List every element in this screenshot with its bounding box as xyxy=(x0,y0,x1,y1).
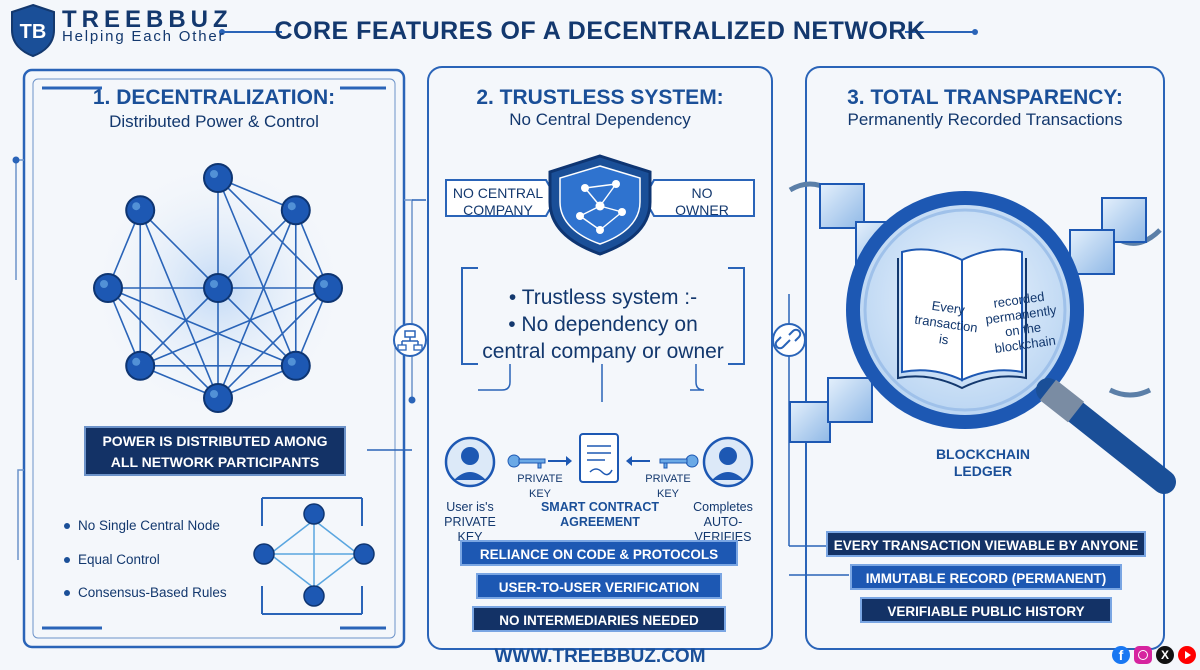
panel-3-subtitle: Permanently Recorded Transactions xyxy=(847,110,1123,129)
panel-3-title: 3. TOTAL TRANSPARENCY: xyxy=(847,86,1123,109)
youtube-icon[interactable] xyxy=(1178,646,1196,664)
blockchain-cubes xyxy=(789,183,1147,443)
panel-3-frame xyxy=(805,66,1165,650)
distributed-power-banner: POWER IS DISTRIBUTED AMONG ALL NETWORK P… xyxy=(84,426,346,476)
network-node xyxy=(280,350,311,381)
banner-line-1: POWER IS DISTRIBUTED AMONG xyxy=(102,433,328,449)
network-node xyxy=(93,273,123,303)
left-private-key-label: PRIVATE KEY xyxy=(517,473,563,500)
private-key-icon-left xyxy=(507,454,546,469)
facebook-icon[interactable]: f xyxy=(1112,646,1130,664)
trustless-bracket-box xyxy=(461,267,745,402)
mesh-network-diagram xyxy=(88,160,348,418)
network-node xyxy=(313,273,343,303)
immutable-record-pill: IMMUTABLE RECORD (PERMANENT) xyxy=(850,564,1122,590)
user-avatar-icon xyxy=(444,436,496,488)
reliance-on-code-pill: RELIANCE ON CODE & PROTOCOLS xyxy=(460,540,738,566)
website-url[interactable]: WWW.TREEBBUZ.COM xyxy=(494,646,706,667)
shield-network-emblem xyxy=(445,154,755,256)
hierarchy-connector-icon xyxy=(367,199,427,451)
verifiable-history-pill: VERIFIABLE PUBLIC HISTORY xyxy=(860,597,1112,623)
mesh-link xyxy=(139,287,219,367)
brand-tagline: Helping Each Other xyxy=(62,28,226,45)
network-node xyxy=(280,195,311,226)
instagram-icon[interactable] xyxy=(1134,646,1152,664)
mesh-link xyxy=(217,209,297,399)
panel-1-subtitle: Distributed Power & Control xyxy=(109,112,319,131)
brand-shield-logo: TB xyxy=(11,3,55,58)
banner-line-2: ALL NETWORK PARTICIPANTS xyxy=(110,454,320,470)
mesh-link xyxy=(217,177,297,367)
bullet-single-central-node: No Single Central Node xyxy=(64,518,220,533)
smart-contract-document-icon xyxy=(579,433,619,483)
right-private-key-label: PRIVATE KEY xyxy=(645,473,691,500)
bullet-equal-control: Equal Control xyxy=(64,552,160,567)
network-node xyxy=(203,163,233,193)
panel-2-title: 2. TRUSTLESS SYSTEM: xyxy=(476,86,724,109)
user-verification-pill: USER-TO-USER VERIFICATION xyxy=(476,573,722,599)
mesh-link xyxy=(139,287,329,367)
bullet-consensus-rules: Consensus-Based Rules xyxy=(64,585,227,600)
page-title: CORE FEATURES OF A DECENTRALIZED NETWORK xyxy=(274,17,926,45)
network-node xyxy=(203,383,233,413)
social-icons: f X xyxy=(1112,646,1196,664)
blockchain-magnifier-illustration xyxy=(788,181,1176,494)
x-icon[interactable]: X xyxy=(1156,646,1174,664)
mesh-link xyxy=(139,209,219,399)
viewable-by-anyone-pill: EVERY TRANSACTION VIEWABLE BY ANYONE xyxy=(826,531,1146,557)
open-ledger-book-icon xyxy=(897,248,1027,390)
trustless-description: • Trustless system :- • No dependency on… xyxy=(482,286,724,363)
panel-2-frame xyxy=(427,66,773,650)
mesh-link xyxy=(217,287,297,367)
mesh-link xyxy=(139,209,219,289)
key-exchange-illustration xyxy=(444,433,754,488)
panel-2-subtitle: No Central Dependency xyxy=(509,110,691,129)
panel-1-title: 1. DECENTRALIZATION: xyxy=(92,86,336,109)
svg-text:TB: TB xyxy=(20,21,47,43)
mesh-link xyxy=(217,209,297,289)
no-intermediaries-pill: NO INTERMEDIARIES NEEDED xyxy=(472,606,726,632)
private-key-icon-right xyxy=(659,454,699,469)
network-node xyxy=(125,350,156,381)
verifier-avatar-icon xyxy=(702,436,754,488)
consensus-diagram xyxy=(253,497,375,615)
brand-name: TREEBBUZ xyxy=(62,6,233,33)
mesh-link xyxy=(107,287,297,367)
network-node xyxy=(125,195,156,226)
network-node xyxy=(203,273,233,303)
